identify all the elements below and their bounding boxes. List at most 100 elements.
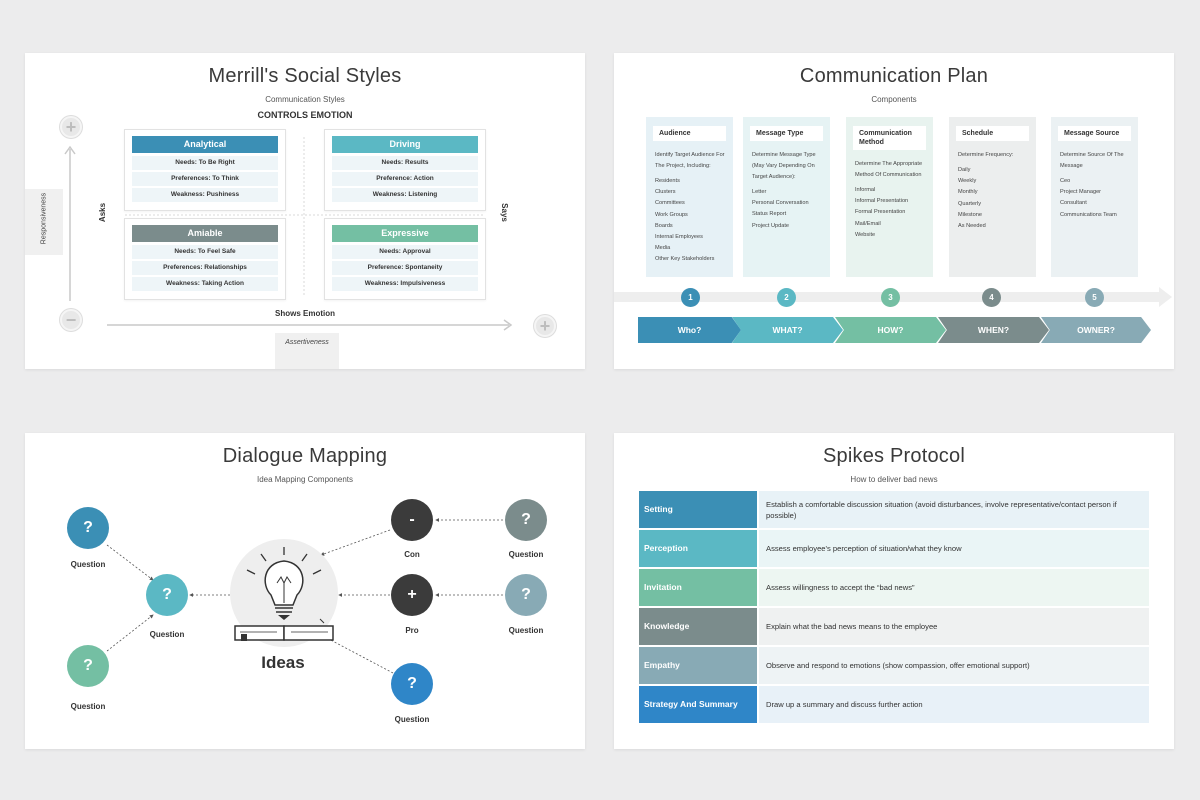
column-header: Schedule bbox=[956, 126, 1029, 141]
step-number: 4 bbox=[982, 288, 1001, 307]
vertical-axis-arrow bbox=[64, 145, 76, 155]
column-item: Personal Conversation bbox=[752, 200, 809, 207]
column-message-type: Message Type Determine Message Type (May… bbox=[743, 117, 830, 277]
column-item: Mail/Email bbox=[855, 220, 881, 227]
table-row: Knowledge Explain what the bad news mean… bbox=[639, 608, 1149, 645]
horizontal-axis-arrow bbox=[503, 319, 513, 331]
step-number: 3 bbox=[881, 288, 900, 307]
column-item: Internal Employees bbox=[655, 234, 703, 241]
row-key: Knowledge bbox=[639, 608, 757, 645]
bottom-axis-label: Shows Emotion bbox=[275, 309, 335, 318]
quadrant-row: Weakness: Pushiness bbox=[132, 188, 278, 202]
column-item: As Needed bbox=[958, 223, 986, 230]
column-item: Committees bbox=[655, 200, 685, 207]
quadrant-row: Needs: To Feel Safe bbox=[132, 245, 278, 259]
step-number: 1 bbox=[681, 288, 700, 307]
chevron-what: WHAT? bbox=[732, 317, 843, 343]
question-node-mid-right: ? bbox=[505, 574, 547, 616]
slide-title: Spikes Protocol bbox=[823, 445, 965, 467]
chevron-how: HOW? bbox=[835, 317, 946, 343]
column-item: Boards bbox=[655, 222, 673, 229]
chevron-who: Who? bbox=[638, 317, 741, 343]
quadrant-row: Preference: Spontaneity bbox=[332, 261, 478, 275]
question-node-bottom-left: ? bbox=[67, 645, 109, 687]
column-header: Communication Method bbox=[853, 126, 926, 150]
column-header: Audience bbox=[653, 126, 726, 141]
column-item: Milestone bbox=[958, 211, 982, 218]
ideas-label: Ideas bbox=[261, 653, 305, 672]
question-node-top-right: ? bbox=[505, 499, 547, 541]
slide-social-styles: Merrill's Social Styles Communication St… bbox=[25, 53, 585, 369]
row-value: Observe and respond to emotions (show co… bbox=[759, 647, 1149, 684]
column-item: Monthly bbox=[958, 189, 978, 196]
column-description: Identify Target Audience For The Project… bbox=[655, 152, 725, 169]
column-communication-method: Communication Method Determine The Appro… bbox=[846, 117, 933, 277]
table-row: Strategy And Summary Draw up a summary a… bbox=[639, 686, 1149, 723]
row-key: Empathy bbox=[639, 647, 757, 684]
column-item: Letter bbox=[752, 189, 767, 195]
quadrant-row: Preferences: Relationships bbox=[132, 261, 278, 275]
quadrant-row: Preferences: To Think bbox=[132, 172, 278, 186]
column-item: Work Groups bbox=[655, 211, 688, 218]
quadrant-row: Preference: Action bbox=[332, 172, 478, 186]
column-audience: Audience Identify Target Audience For Th… bbox=[646, 117, 733, 277]
axes-svg bbox=[64, 137, 513, 331]
slide-dialogue-mapping: Dialogue Mapping Idea Mapping Components bbox=[25, 433, 585, 749]
row-key: Setting bbox=[639, 491, 757, 528]
quadrant-expressive: Expressive Needs: Approval Preference: S… bbox=[324, 218, 486, 300]
column-item: Other Key Stakeholders bbox=[655, 256, 715, 263]
slide-communication-plan: Communication Plan Components Audience I… bbox=[614, 53, 1174, 369]
column-schedule: Schedule Determine Frequency: Daily Week… bbox=[949, 117, 1036, 277]
table-row: Setting Establish a comfortable discussi… bbox=[639, 491, 1149, 528]
node-label: Pro bbox=[405, 626, 419, 635]
quadrant-title: Analytical bbox=[132, 136, 278, 153]
quadrant-driving: Driving Needs: Results Preference: Actio… bbox=[324, 129, 486, 211]
column-item: Status Report bbox=[752, 211, 787, 218]
table-row: Invitation Assess willingness to accept … bbox=[639, 569, 1149, 606]
node-label: Question bbox=[508, 626, 544, 635]
chevron-owner: OWNER? bbox=[1041, 317, 1151, 343]
table-row: Empathy Observe and respond to emotions … bbox=[639, 647, 1149, 684]
quadrant-title: Driving bbox=[332, 136, 478, 153]
row-key: Strategy And Summary bbox=[639, 686, 757, 723]
column-item: Weekly bbox=[958, 178, 977, 185]
node-label: Question bbox=[70, 702, 106, 711]
row-value: Assess employee's perception of situatio… bbox=[759, 530, 1149, 567]
quadrant-row: Needs: Results bbox=[332, 156, 478, 170]
quadrant-analytical: Analytical Needs: To Be Right Preference… bbox=[124, 129, 286, 211]
column-item: Quarterly bbox=[958, 200, 982, 207]
row-value: Explain what the bad news means to the e… bbox=[759, 608, 1149, 645]
slide-title: Merrill's Social Styles bbox=[208, 65, 402, 87]
slide-subtitle: How to deliver bad news bbox=[850, 475, 938, 484]
assertiveness-box bbox=[275, 333, 339, 369]
column-item: Communications Team bbox=[1060, 211, 1117, 218]
lightbulb-icon bbox=[230, 539, 338, 647]
question-node-bottom: ? bbox=[391, 663, 433, 705]
row-key: Invitation bbox=[639, 569, 757, 606]
quadrant-row: Weakness: Impulsiveness bbox=[332, 277, 478, 291]
column-item: Clusters bbox=[655, 189, 676, 196]
quadrant-amiable: Amiable Needs: To Feel Safe Preferences:… bbox=[124, 218, 286, 300]
quadrant-row: Weakness: Taking Action bbox=[132, 277, 278, 291]
column-item: Media bbox=[655, 245, 671, 252]
question-node-center: ? bbox=[146, 574, 188, 616]
row-key: Perception bbox=[639, 530, 757, 567]
column-header: Message Source bbox=[1058, 126, 1131, 141]
con-node: - bbox=[391, 499, 433, 541]
top-axis-label: CONTROLS EMOTION bbox=[257, 110, 353, 120]
column-item: Informal Presentation bbox=[855, 198, 909, 205]
table-row: Perception Assess employee's perception … bbox=[639, 530, 1149, 567]
column-description: Determine Message Type (May Vary Dependi… bbox=[752, 152, 816, 180]
slide-subtitle: Idea Mapping Components bbox=[256, 475, 354, 484]
connector-lines bbox=[106, 518, 503, 674]
row-value: Assess willingness to accept the “bad ne… bbox=[759, 569, 1149, 606]
column-item: Formal Presentation bbox=[855, 209, 906, 216]
node-label: Question bbox=[394, 715, 430, 724]
column-header: Message Type bbox=[750, 126, 823, 141]
column-item: Website bbox=[855, 231, 876, 238]
node-label: Con bbox=[404, 550, 420, 559]
quadrant-title: Amiable bbox=[132, 225, 278, 242]
column-message-source: Message Source Determine Source Of The M… bbox=[1051, 117, 1138, 277]
column-item: Informal bbox=[855, 187, 876, 193]
slide-subtitle: Components bbox=[871, 95, 917, 104]
